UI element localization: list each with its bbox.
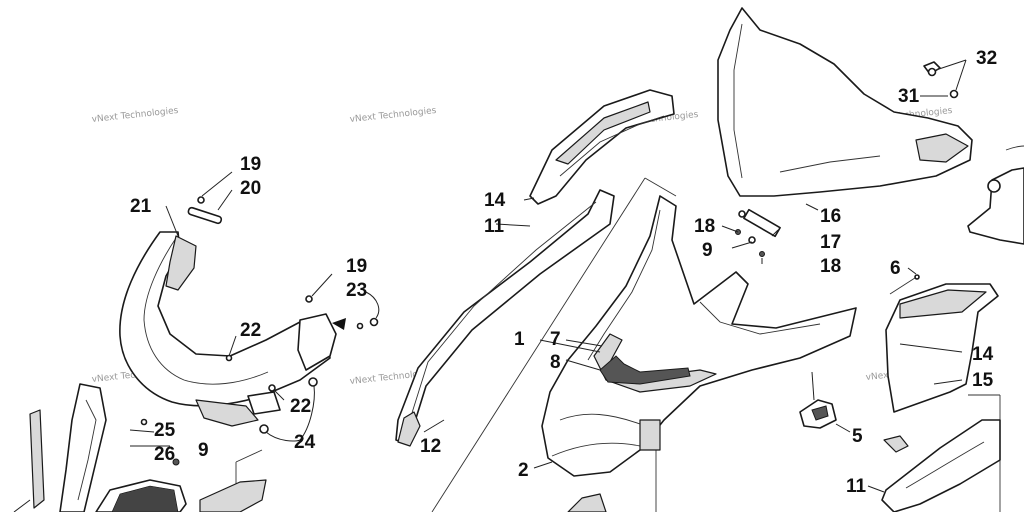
hood-nose-assembly [533,195,857,512]
upper-trim-panel [523,89,675,205]
front-grille-assembly [13,383,267,512]
construction-lines [235,177,1001,512]
clip-part-5 [799,371,851,433]
callout-16: 16 [820,206,841,227]
callout-20: 20 [240,178,261,199]
callout-5: 5 [852,426,863,447]
callout-11: 11 [846,476,867,497]
callout-26: 26 [154,444,175,465]
vent-trim-right [881,419,1001,512]
mirror-partial [967,145,1024,245]
callout-9: 9 [198,440,209,461]
callout-6: 6 [890,258,901,279]
callout-15: 15 [972,370,994,391]
callout-2: 2 [518,460,529,481]
callout-24: 24 [294,432,316,453]
callout-32: 32 [976,48,997,69]
fasteners-left [129,171,380,466]
callout-21: 21 [130,196,152,217]
callout-18: 18 [820,256,841,277]
callout-22: 22 [290,396,311,417]
callout-11: 11 [484,216,505,237]
callout-19: 19 [240,154,261,175]
callout-23: 23 [346,280,367,301]
callout-12: 12 [420,436,441,457]
callout-14: 14 [972,344,994,365]
callout-31: 31 [898,86,920,107]
callout-25: 25 [154,420,176,441]
watermark: vNext Technologies [349,106,437,125]
callout-1: 1 [514,329,525,350]
side-trim-strip [395,189,615,447]
side-panel-right [885,274,999,413]
callout-labels: 19 20 21 19 23 22 22 24 25 26 9 14 11 12… [130,48,997,497]
callout-18: 18 [694,216,715,237]
callout-22: 22 [240,320,261,341]
callout-19: 19 [346,256,367,277]
callout-14: 14 [484,190,506,211]
leader-lines [495,223,963,493]
callout-8: 8 [550,352,561,373]
callout-7: 7 [550,329,561,350]
windshield-hardware [721,59,967,264]
callout-17: 17 [820,232,841,253]
callout-9: 9 [702,240,713,261]
windshield [717,7,973,211]
arrow-icon [332,318,346,330]
hood-side-panel [119,205,337,427]
watermark: vNext Technologies [91,106,179,125]
